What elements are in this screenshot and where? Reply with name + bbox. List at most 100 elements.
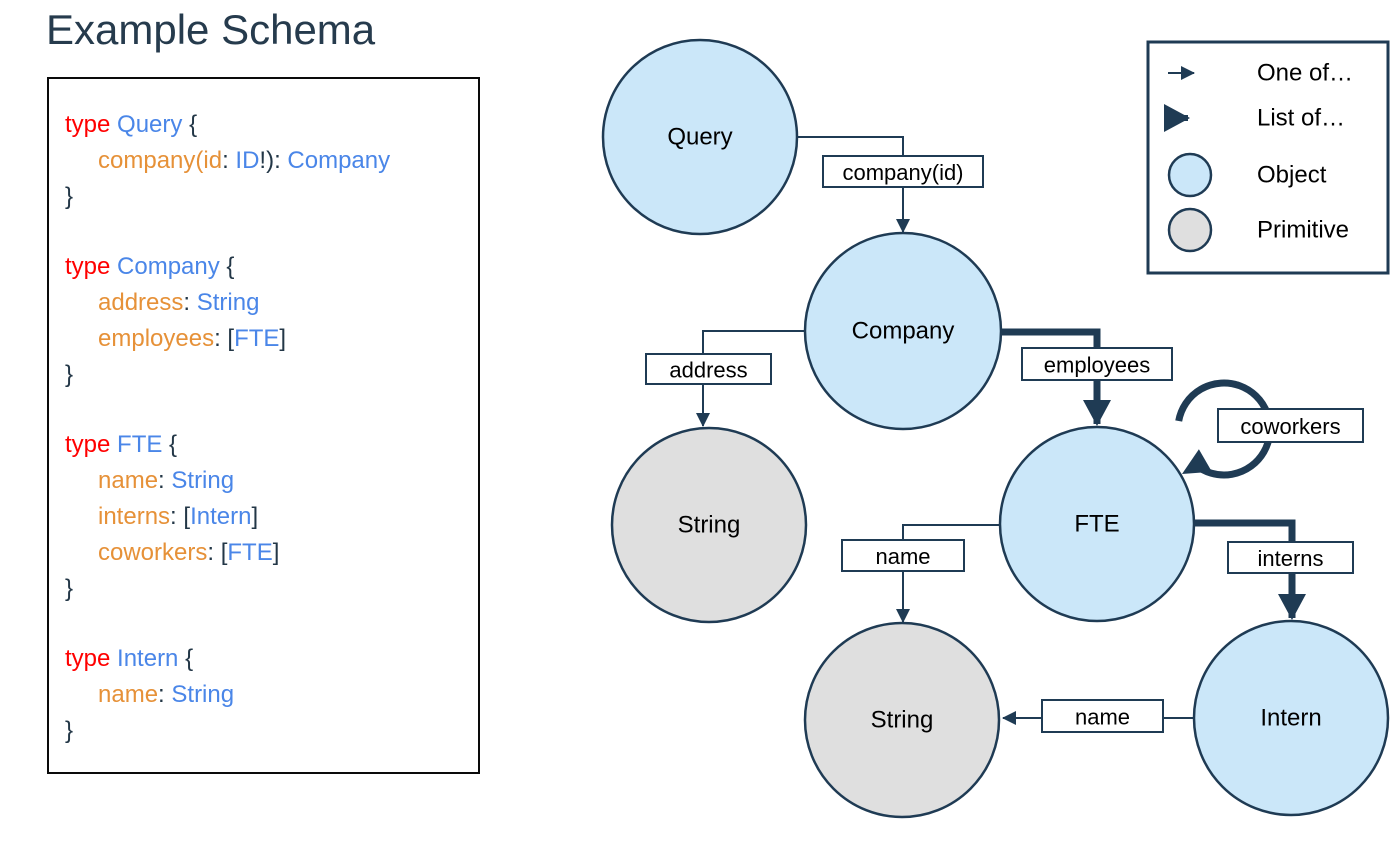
legend-item-one-of: One of… xyxy=(1168,60,1353,87)
code-token: Company xyxy=(117,253,227,280)
edge-address xyxy=(696,330,805,427)
primitive-circle-icon xyxy=(1167,207,1213,253)
code-line: } xyxy=(65,571,470,607)
edge-label-text: name xyxy=(875,544,930,569)
code-token: { xyxy=(226,253,235,280)
code-token: : [ xyxy=(207,539,228,566)
legend-label: Primitive xyxy=(1257,217,1349,244)
code-token: String xyxy=(171,681,235,708)
primitive-circle xyxy=(610,426,808,624)
node-string-address: String xyxy=(610,426,808,624)
node-string-name: String xyxy=(803,621,1001,819)
edge-name-fte xyxy=(896,524,1000,623)
code-token: type xyxy=(65,253,118,280)
code-token: } xyxy=(65,183,74,210)
code-line: type Intern { xyxy=(65,641,470,677)
legend-label: One of… xyxy=(1257,60,1353,87)
legend-label: List of… xyxy=(1257,105,1345,132)
code-token: !): xyxy=(259,147,288,174)
code-token: } xyxy=(65,717,74,744)
code-token: type xyxy=(65,431,118,458)
edge-label-name-fte: name xyxy=(841,539,965,572)
code-line: } xyxy=(65,713,470,749)
edge-label-text: interns xyxy=(1257,546,1323,571)
code-token: : xyxy=(183,289,197,316)
code-line: interns: [Intern] xyxy=(65,499,470,535)
node-label: String xyxy=(678,512,741,539)
code-token: FTE xyxy=(227,539,273,566)
code-line: type Query { xyxy=(65,107,470,143)
edge-company-id xyxy=(797,136,910,233)
code-token: address xyxy=(98,289,184,316)
edge-label-box xyxy=(822,155,984,188)
node-label: Intern xyxy=(1260,705,1321,732)
code-token: type xyxy=(65,111,118,138)
code-line: type FTE { xyxy=(65,427,470,463)
node-label: FTE xyxy=(1074,511,1119,538)
object-circle-icon xyxy=(1167,152,1213,198)
edge-label-text: company(id) xyxy=(842,160,963,185)
page-title: Example Schema xyxy=(46,6,376,53)
code-token: company(id xyxy=(98,147,223,174)
edge-label-employees: employees xyxy=(1021,347,1173,381)
code-token: Company xyxy=(287,147,391,174)
edge-label-text: address xyxy=(669,358,747,383)
legend-item-object: Object xyxy=(1167,152,1327,198)
code-token: ] xyxy=(251,503,259,530)
code-token: String xyxy=(196,289,260,316)
code-token: { xyxy=(169,431,178,458)
edge-label-address: address xyxy=(645,353,772,385)
edge-interns xyxy=(1194,519,1306,620)
code-line: } xyxy=(65,357,470,393)
code-token: name xyxy=(98,681,159,708)
legend-label: Object xyxy=(1257,162,1327,189)
code-token: ] xyxy=(272,539,280,566)
code-token: name xyxy=(98,467,159,494)
code-token: interns xyxy=(98,503,171,530)
code-token: { xyxy=(185,645,194,672)
node-label: String xyxy=(871,707,934,734)
code-token: FTE xyxy=(234,325,280,352)
legend-item-list-of: List of… xyxy=(1164,104,1345,132)
code-token: employees xyxy=(98,325,215,352)
code-token: ] xyxy=(279,325,287,352)
code-line: name: String xyxy=(65,463,470,499)
edge-label-box xyxy=(645,353,772,385)
legend-item-primitive: Primitive xyxy=(1167,207,1349,253)
code-token: type xyxy=(65,645,118,672)
code-token: coworkers xyxy=(98,539,208,566)
code-token: ID xyxy=(235,147,260,174)
edge-label-box xyxy=(1021,347,1173,381)
node-query: Query xyxy=(601,38,799,236)
edge-label-box xyxy=(1227,541,1354,574)
node-label: Company xyxy=(852,318,955,345)
edge-label-coworkers: coworkers xyxy=(1217,408,1364,443)
edge-label-text: name xyxy=(1075,705,1130,730)
code-token: : xyxy=(222,147,236,174)
coworkers-arrowhead-icon xyxy=(1182,449,1212,474)
code-line: address: String xyxy=(65,285,470,321)
node-intern: Intern xyxy=(1192,619,1390,817)
schema-code-box: type Query {company(id: ID!): Company}ty… xyxy=(47,77,480,774)
code-token: String xyxy=(171,467,235,494)
code-token: } xyxy=(65,575,74,602)
edge-label-box xyxy=(1041,699,1164,733)
code-line: employees: [FTE] xyxy=(65,321,470,357)
code-token: Query xyxy=(117,111,190,138)
primitive-circle xyxy=(803,621,1001,819)
edge-label-name-intern: name xyxy=(1041,699,1164,733)
code-token: Intern xyxy=(190,503,252,530)
code-line: company(id: ID!): Company xyxy=(65,143,470,179)
code-line: } xyxy=(65,179,470,215)
code-token: FTE xyxy=(117,431,170,458)
edge-label-text: employees xyxy=(1044,353,1150,378)
code-line: coworkers: [FTE] xyxy=(65,535,470,571)
code-token: : xyxy=(158,467,172,494)
code-token: : [ xyxy=(214,325,235,352)
node-company: Company xyxy=(803,231,1003,431)
